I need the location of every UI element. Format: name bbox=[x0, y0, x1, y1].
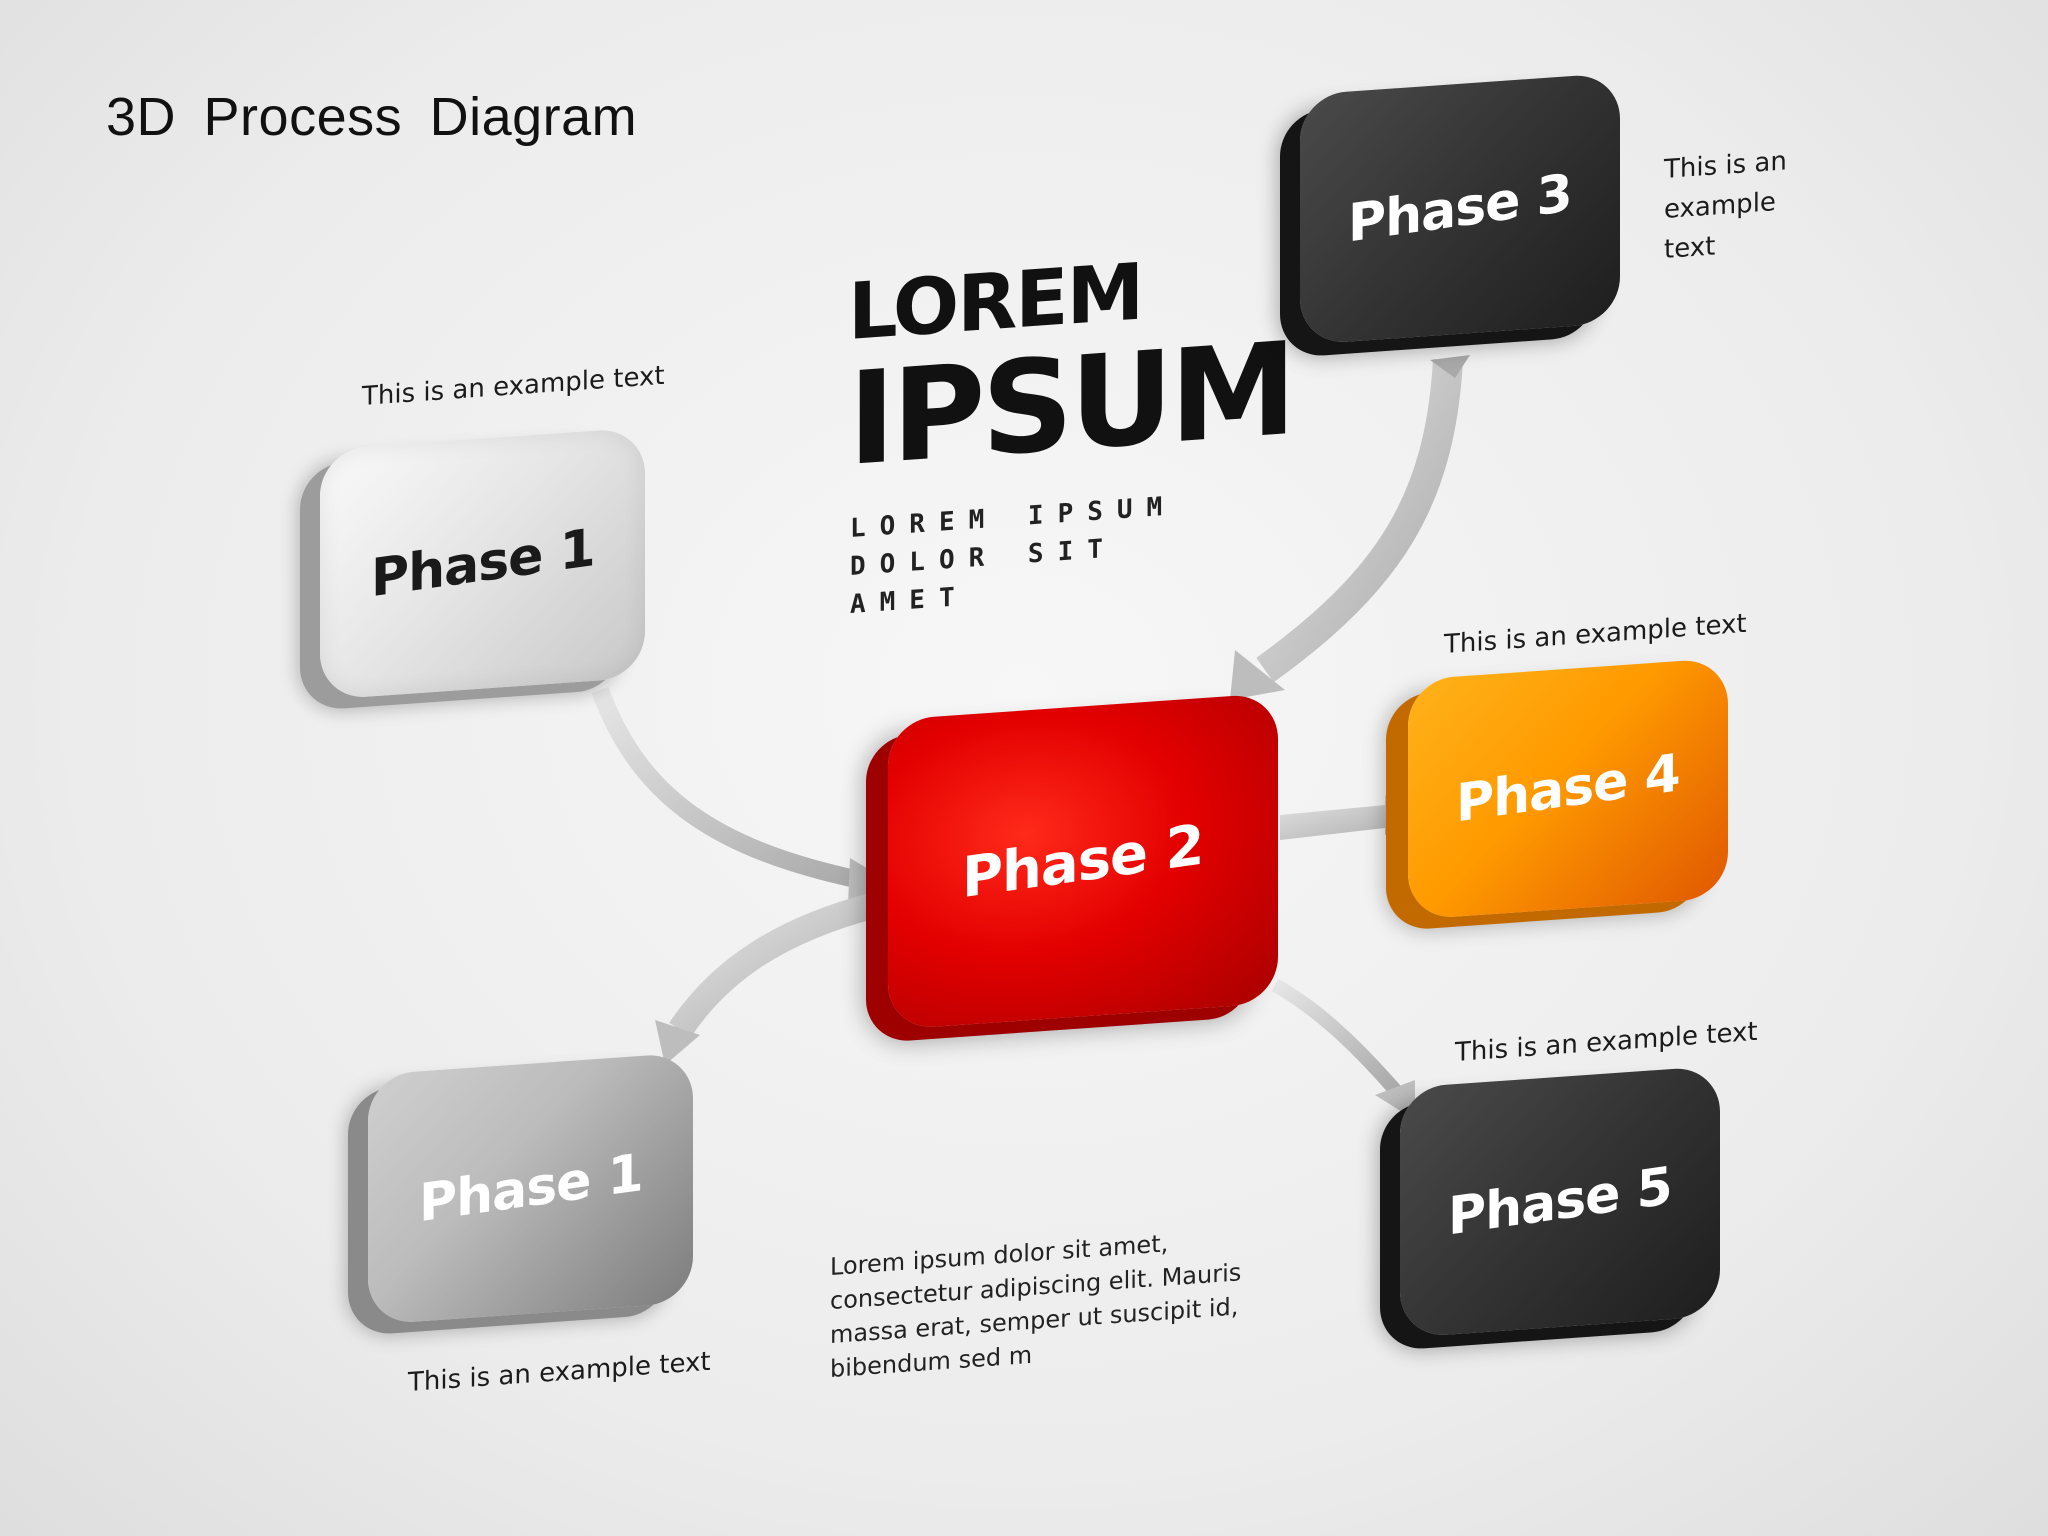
phase3-box[interactable]: Phase 3 bbox=[1300, 72, 1620, 346]
arrow-phase2-to-phase5 bbox=[1271, 978, 1401, 1095]
phase2-box[interactable]: Phase 2 bbox=[888, 692, 1278, 1030]
arrow-phase2-to-phase4 bbox=[1280, 795, 1425, 840]
phase1-top-label: Phase 1 bbox=[370, 517, 595, 610]
phase3-label: Phase 3 bbox=[1348, 163, 1572, 255]
phase5-box[interactable]: Phase 5 bbox=[1400, 1065, 1720, 1338]
arrow-phase2-to-phase1-bottom bbox=[669, 892, 879, 1038]
phase1-bottom-box[interactable]: Phase 1 bbox=[368, 1052, 693, 1325]
phase1-top-box[interactable]: Phase 1 bbox=[320, 427, 645, 700]
phase4-box[interactable]: Phase 4 bbox=[1408, 657, 1728, 920]
arrow-head-phase2-top bbox=[1230, 650, 1285, 700]
phase2-label: Phase 2 bbox=[962, 811, 1204, 911]
arrow-head-phase1-bottom bbox=[655, 1020, 700, 1065]
headline-ipsum: IPSUM bbox=[848, 314, 1293, 495]
arrow-tail-phase3 bbox=[1430, 355, 1470, 378]
headline-subtext: LOREM IPSUM DOLOR SIT AMET bbox=[850, 487, 1176, 624]
phase5-label: Phase 5 bbox=[1448, 1156, 1672, 1248]
phase4-label: Phase 4 bbox=[1456, 743, 1680, 835]
arrow-phase3-to-phase2 bbox=[1256, 359, 1463, 683]
arrow-head-phase2-left-top bbox=[848, 858, 895, 905]
phase1-bottom-label: Phase 1 bbox=[418, 1142, 643, 1235]
slide-title: 3D Process Diagram bbox=[106, 87, 638, 147]
arrow-phase1-to-phase2 bbox=[591, 686, 862, 889]
phase3-caption: This is an example text bbox=[1664, 141, 1787, 270]
